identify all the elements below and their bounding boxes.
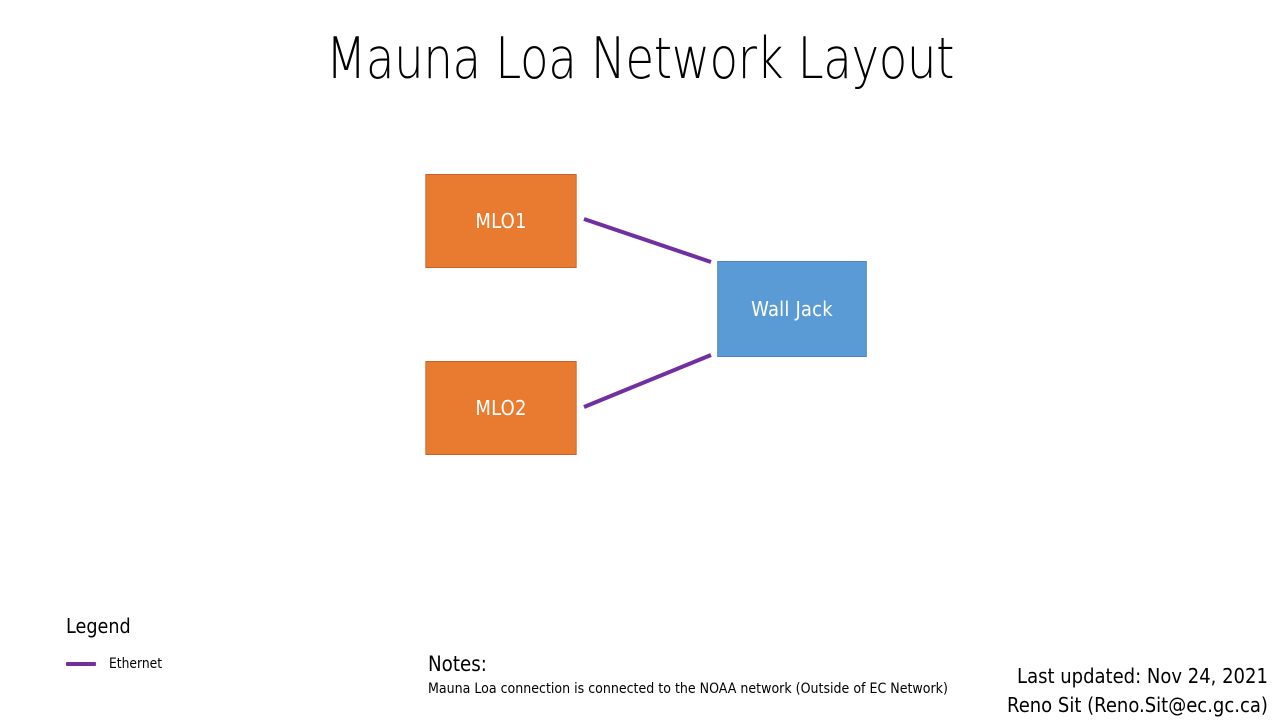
connector-mlo2-to-wall-jack (583, 353, 712, 409)
author-contact-text: Reno Sit (Reno.Sit@ec.gc.ca) (1007, 693, 1268, 717)
legend-item-ethernet-label: Ethernet (109, 656, 163, 672)
node-mlo1-label: MLO1 (475, 209, 527, 233)
footer: Last updated: Nov 24, 2021 Reno Sit (Ren… (978, 662, 1268, 720)
connector-mlo1-to-wall-jack (583, 217, 712, 264)
ethernet-line-swatch-icon (66, 662, 96, 666)
notes-block: Notes: Mauna Loa connection is connected… (428, 652, 988, 699)
notes-heading: Notes: (428, 652, 487, 676)
notes-body: Mauna Loa connection is connected to the… (428, 681, 948, 698)
node-wall-jack[interactable]: Wall Jack (717, 261, 867, 357)
legend-items: Ethernet (66, 654, 306, 674)
node-mlo2[interactable]: MLO2 (425, 361, 577, 455)
legend-title: Legend (66, 614, 131, 638)
node-mlo1[interactable]: MLO1 (425, 174, 577, 268)
node-mlo2-label: MLO2 (475, 396, 527, 420)
last-updated-text: Last updated: Nov 24, 2021 (1017, 664, 1268, 688)
node-wall-jack-label: Wall Jack (751, 297, 833, 321)
page-title: Mauna Loa Network Layout (325, 26, 955, 92)
legend: Legend Ethernet (66, 614, 306, 674)
legend-item-ethernet: Ethernet (66, 654, 306, 674)
